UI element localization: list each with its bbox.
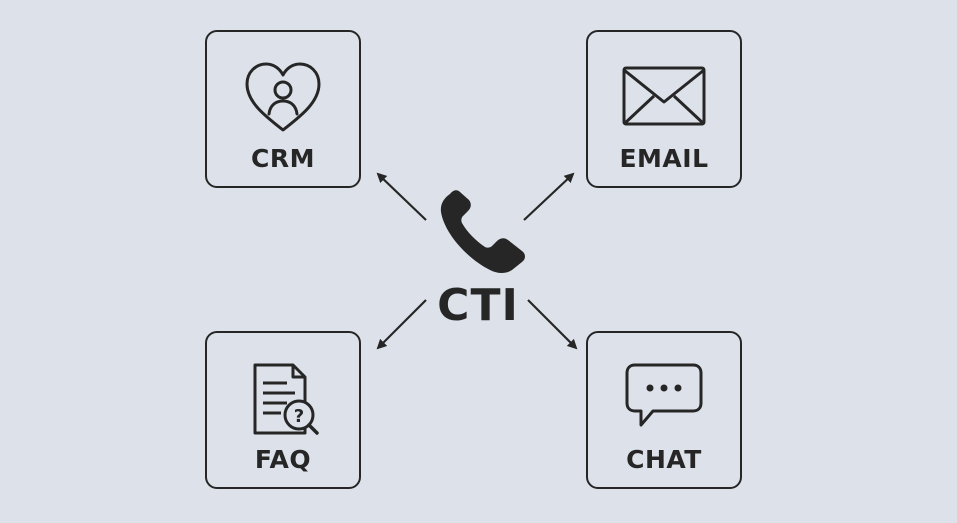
node-email-label: EMAIL xyxy=(619,144,709,173)
center-label: CTI xyxy=(437,280,519,331)
heart-user-icon xyxy=(245,62,321,132)
arrow-to-chat xyxy=(527,299,578,350)
arrow-to-faq xyxy=(376,299,427,350)
node-chat: CHAT xyxy=(586,331,742,489)
node-faq-label: FAQ xyxy=(254,445,312,474)
node-crm-label: CRM xyxy=(251,144,315,173)
svg-text:?: ? xyxy=(294,406,304,427)
phone-icon xyxy=(440,190,525,273)
chat-bubble-icon xyxy=(625,363,703,427)
envelope-icon xyxy=(622,66,706,126)
node-chat-label: CHAT xyxy=(626,445,702,474)
arrow-to-email xyxy=(523,172,575,221)
node-faq: ? FAQ xyxy=(205,331,361,489)
node-crm: CRM xyxy=(205,30,361,188)
document-question-icon: ? xyxy=(253,363,319,435)
node-email: EMAIL xyxy=(586,30,742,188)
arrow-to-crm xyxy=(376,172,427,221)
